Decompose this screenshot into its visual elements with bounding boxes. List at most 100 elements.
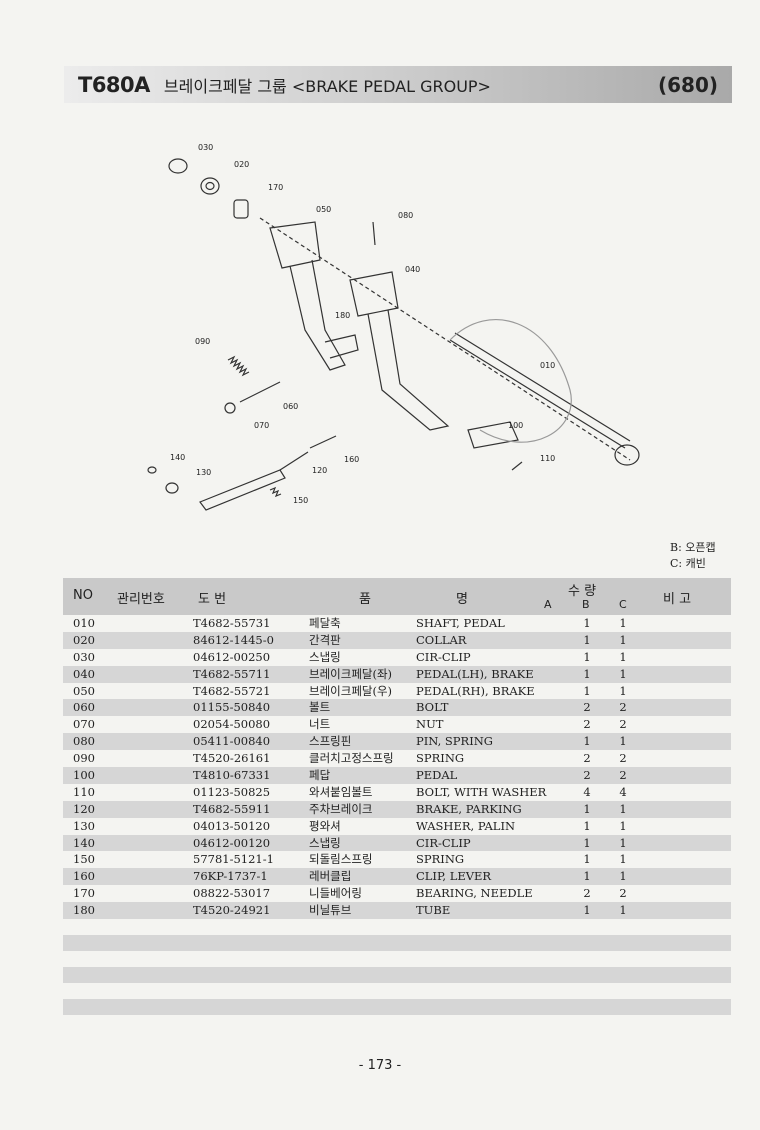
callout-label: 040 [405,265,420,274]
part-no-cell: 160 [73,869,95,884]
callout-label: 030 [198,143,213,152]
part-no-cell: 110 [73,784,95,799]
korean-name-cell: 클러치고정스프링 [309,751,394,766]
english-name-cell: NUT [416,717,444,732]
korean-name-cell: 니들베어링 [309,886,362,901]
english-name-cell: PEDAL(RH), BRAKE [416,683,535,698]
qty-b-cell: 1 [583,835,591,850]
callout-label: 120 [312,466,327,475]
part-no-cell: 050 [73,683,95,698]
korean-name-cell: 브레이크페달(좌) [309,666,393,681]
callout-label: 150 [293,496,308,505]
callout-label: 130 [196,468,211,477]
qty-c-cell: 2 [619,700,627,715]
qty-b-cell: 2 [583,751,591,766]
drawing-no-cell: 76KP-1737-1 [193,869,268,884]
table-header: NO 관리번호 도 번 품 명 수 량 A B C 비 고 [63,578,731,615]
page-ref: (680) [657,72,718,97]
korean-name-cell: 볼트 [309,700,331,715]
qty-c-cell: 1 [619,852,627,867]
qty-b-cell: 1 [583,869,591,884]
callout-label: 140 [170,453,185,462]
callout-labels: 030 020 170 050 080 040 180 090 010 060 … [170,143,555,505]
drawing-no-cell: 04013-50120 [193,818,271,833]
qty-b-cell: 1 [583,632,591,647]
korean-name-cell: 평와셔 [309,818,341,833]
qty-b-cell: 1 [583,818,591,833]
th-remarks: 비 고 [663,592,692,607]
english-name-cell: SHAFT, PEDAL [416,616,505,630]
qty-b-cell: 1 [583,649,591,664]
th-a: A [544,598,552,611]
qty-c-cell: 2 [619,886,627,901]
drawing-no-cell: T4520-26161 [193,751,271,766]
th-qty: 수 량 [568,584,597,599]
callout-label: 100 [508,421,523,430]
english-name-cell: TUBE [416,903,451,918]
qty-b-cell: 1 [583,734,591,749]
drawing-no-cell: T4682-55711 [193,666,271,681]
drawing-no-cell: 08822-53017 [193,886,271,901]
drawing-no-cell: 04612-00120 [193,835,271,850]
empty-row [63,919,731,935]
drawing-no-cell: 05411-00840 [193,734,271,749]
legend-c: C: 캐빈 [670,557,706,570]
english-name-cell: PEDAL [416,768,458,783]
english-name-cell: COLLAR [416,632,467,647]
group-title: 브레이크페달 그룹 <BRAKE PEDAL GROUP> [163,76,491,96]
korean-name-cell: 스냅링 [309,649,341,664]
qty-c-cell: 1 [619,818,627,833]
part-no-cell: 080 [73,734,95,749]
qty-c-cell: 2 [619,768,627,783]
qty-c-cell: 2 [619,751,627,766]
english-name-cell: CLIP, LEVER [416,869,492,884]
legend-b: B: 오픈캡 [670,541,716,554]
qty-c-cell: 1 [619,903,627,918]
callout-label: 020 [234,160,249,169]
page-header: T680A 브레이크페달 그룹 <BRAKE PEDAL GROUP> (680… [64,66,732,103]
part-no-cell: 150 [73,852,95,867]
empty-row [63,951,731,967]
part-no-cell: 070 [73,717,95,732]
part-no-cell: 090 [73,751,95,766]
qty-c-cell: 2 [619,717,627,732]
korean-name-cell: 스프링핀 [309,734,352,749]
english-name-cell: BOLT, WITH WASHER [416,784,547,799]
callout-label: 160 [344,455,359,464]
part-no-cell: 040 [73,666,95,681]
part-no-cell: 060 [73,700,95,715]
empty-row [63,983,731,999]
callout-label: 170 [268,183,283,192]
qty-c-cell: 1 [619,649,627,664]
drawing-no-cell: T4810-67331 [193,768,271,783]
empty-row [63,967,731,984]
english-name-cell: PEDAL(LH), BRAKE [416,666,534,681]
th-name: 명 [456,592,468,607]
drawing-no-cell: 57781-5121-1 [193,852,274,867]
qty-b-cell: 1 [583,903,591,918]
korean-name-cell: 비닐튜브 [309,903,352,918]
qty-b-cell: 4 [583,784,591,799]
drawing-no-cell: T4682-55911 [193,801,271,816]
group-code: T680A [78,72,150,97]
korean-name-cell: 간격판 [309,632,341,647]
part-no-cell: 010 [73,616,95,630]
drawing-no-cell: T4520-24921 [193,903,271,918]
drawing-no-cell: T4682-55731 [193,616,271,630]
part-no-cell: 100 [73,768,95,783]
qty-c-cell: 1 [619,683,627,698]
part-no-cell: 020 [73,632,95,647]
part-no-cell: 140 [73,835,95,850]
english-name-cell: PIN, SPRING [416,734,493,749]
